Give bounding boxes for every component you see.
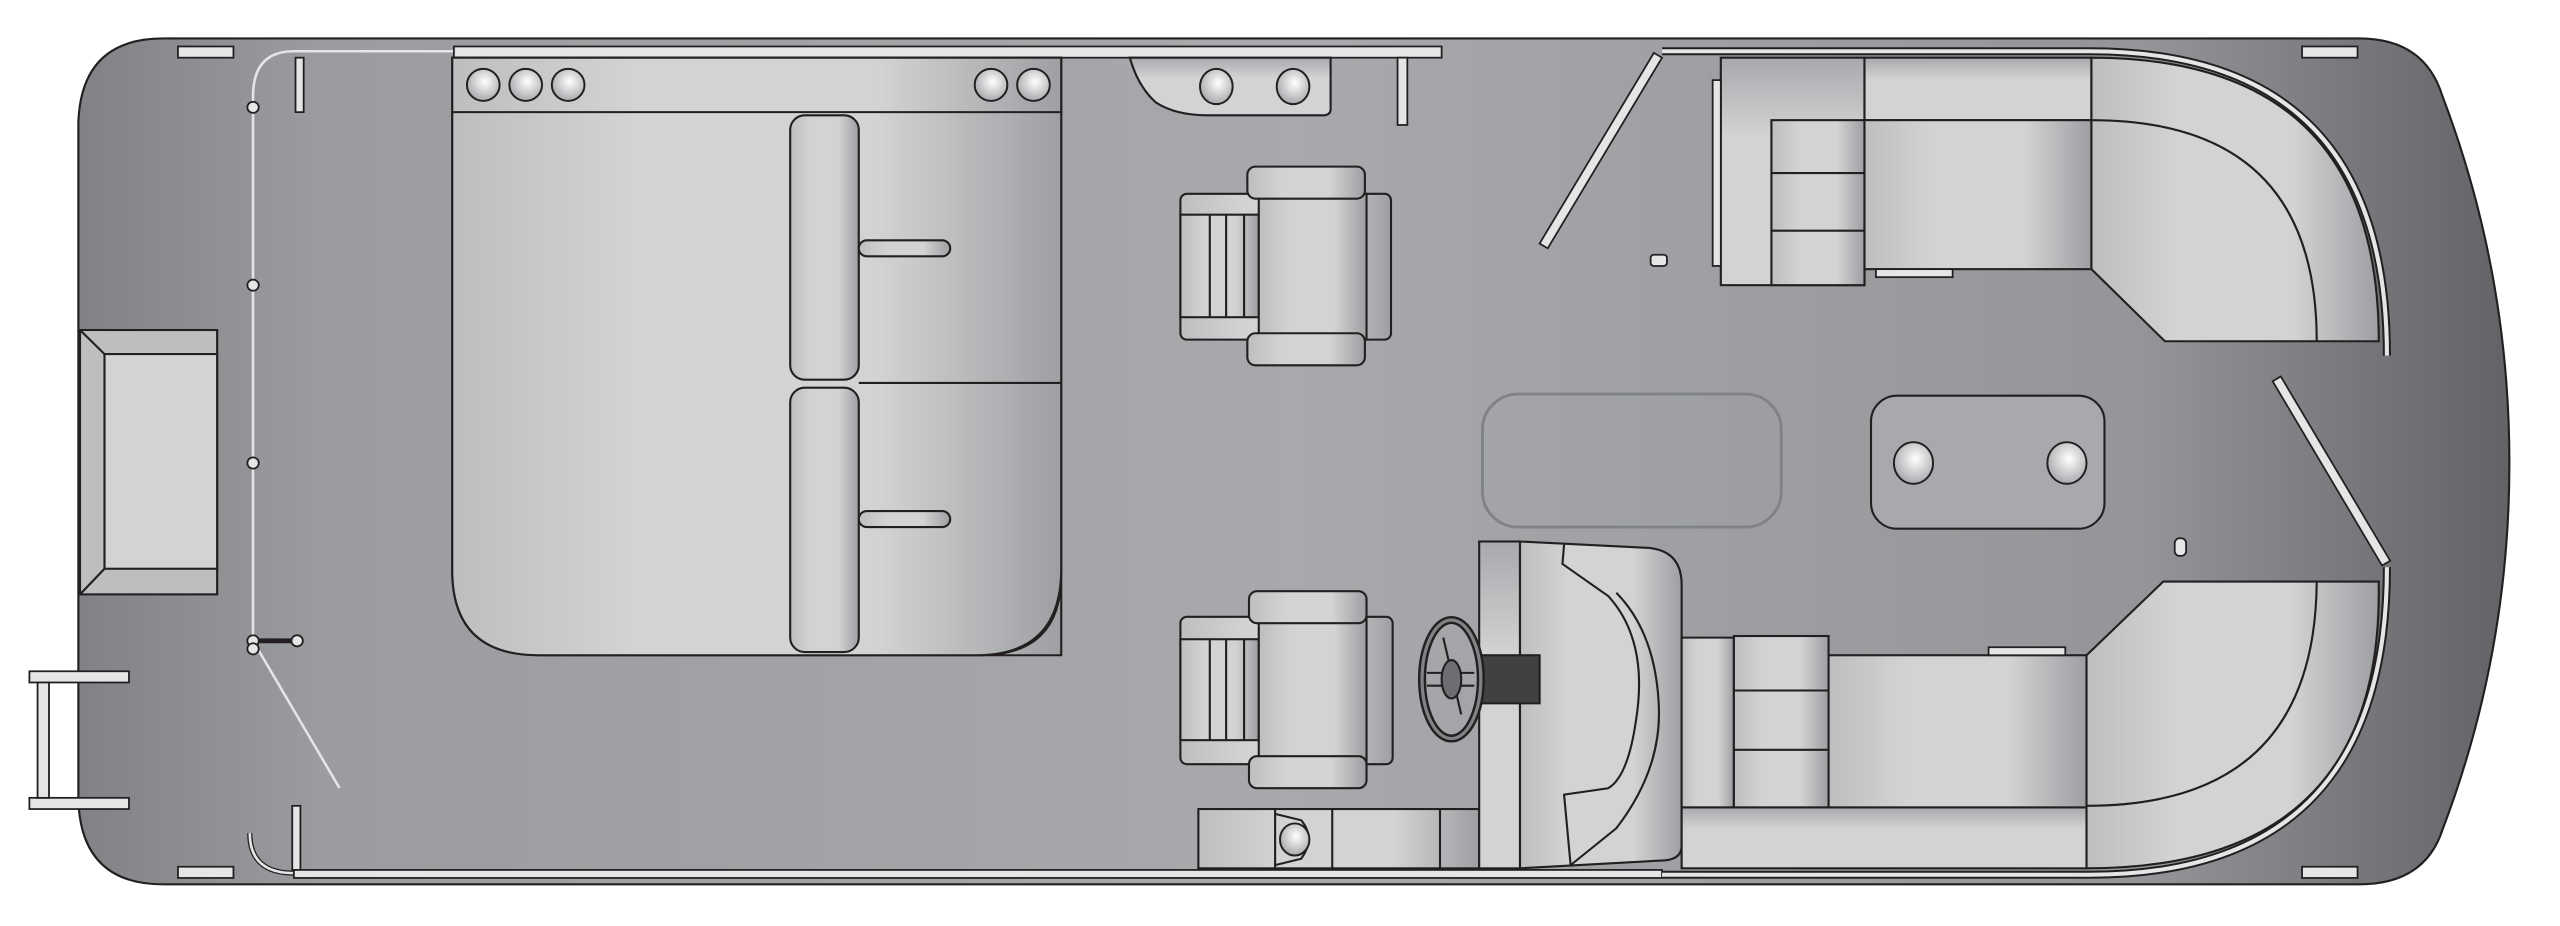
passenger-chair[interactable] — [1179, 165, 1393, 367]
stern-ladder[interactable] — [28, 670, 130, 810]
center-table[interactable] — [1869, 394, 2106, 530]
rail-post — [1396, 56, 1409, 126]
deck-fitting — [1649, 253, 1668, 267]
port-rail — [452, 45, 1443, 59]
cleats — [177, 45, 2359, 879]
bow-lounge-starboard[interactable] — [1680, 580, 2380, 870]
starboard-rail — [292, 869, 1663, 879]
cup-holders — [465, 67, 1051, 102]
transom-storage[interactable] — [78, 328, 219, 596]
steering-wheel[interactable] — [1417, 615, 1485, 743]
captain-chair[interactable] — [1179, 590, 1394, 790]
floor-hatch[interactable] — [1480, 392, 1783, 529]
stern-rear-lounge[interactable] — [451, 56, 1063, 657]
bow-lounge-port[interactable] — [1711, 56, 2380, 343]
bow-gates[interactable] — [1538, 47, 2392, 879]
helm-console[interactable] — [1417, 540, 1683, 870]
port-side-console[interactable] — [1128, 56, 1332, 117]
gauge-panel — [1478, 654, 1541, 705]
deck-fitting — [2173, 537, 2188, 557]
starboard-storage[interactable] — [1197, 808, 1481, 870]
